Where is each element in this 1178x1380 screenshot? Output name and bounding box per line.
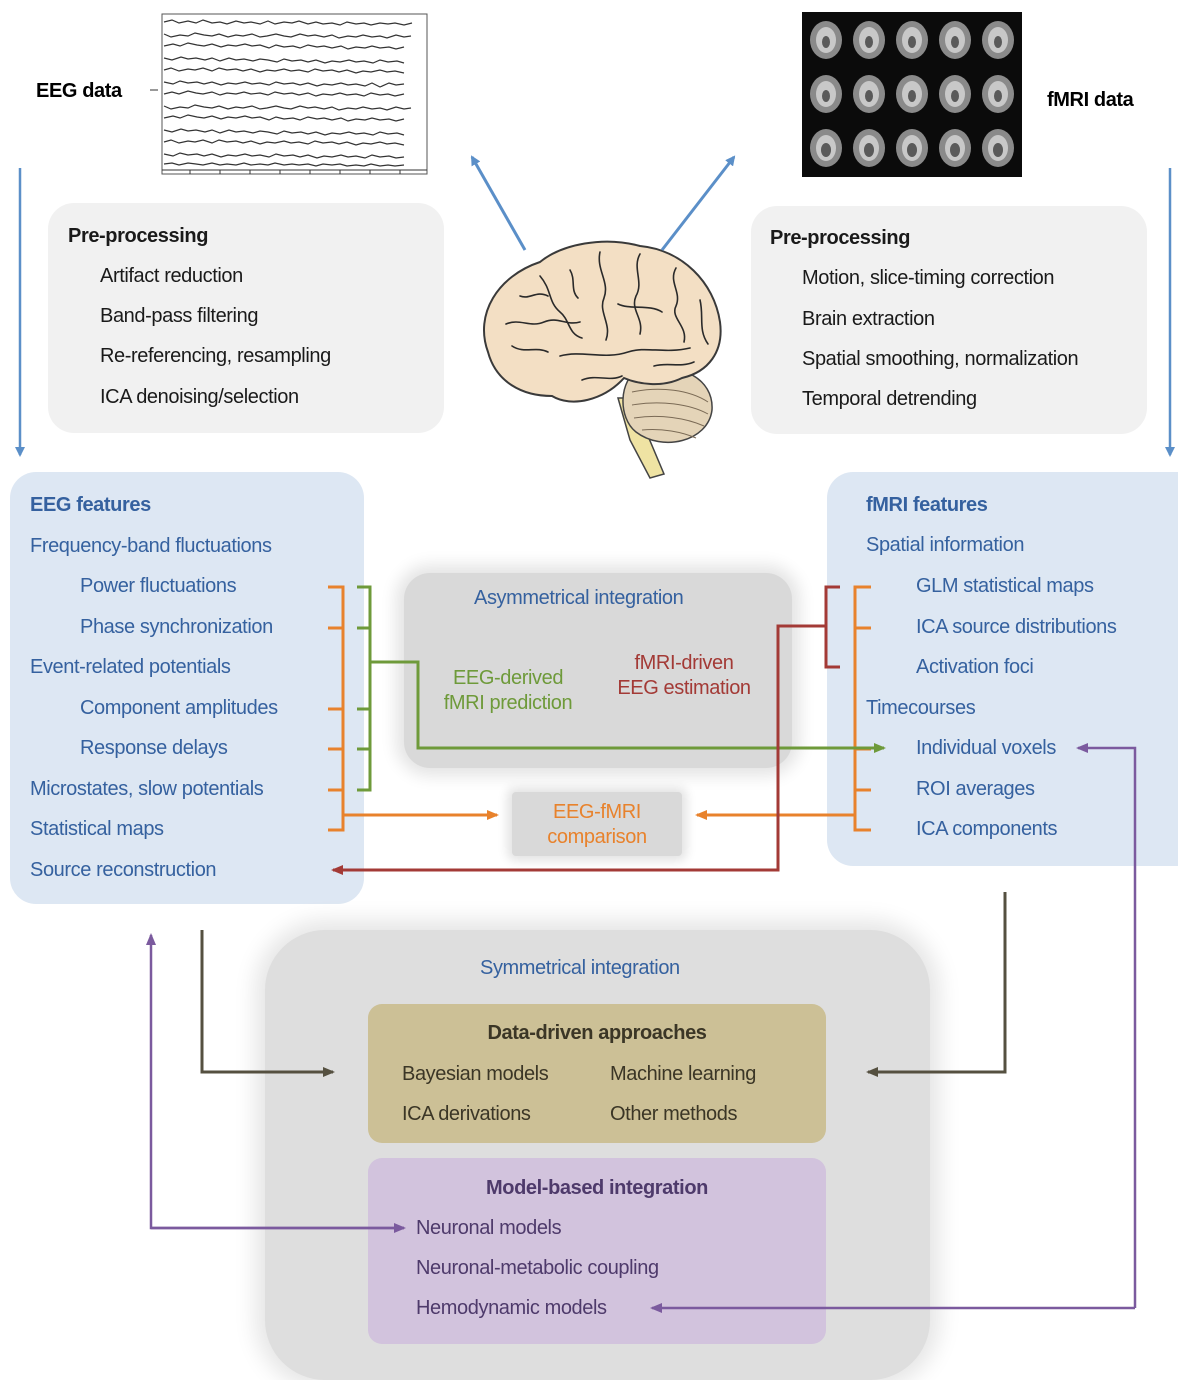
eeg-feature-item: Response delays: [80, 737, 228, 759]
fmri-feature-item: Activation foci: [916, 656, 1034, 678]
eeg-derived-label-line2: fMRI prediction: [443, 692, 573, 714]
fmri-feature-item: ICA source distributions: [916, 616, 1117, 638]
fmri-driven-estimation-arrow: [331, 585, 840, 875]
eeg-preprocessing-item: Band-pass filtering: [100, 305, 259, 327]
fmri-preprocessing-box: [751, 206, 1147, 434]
eeg-feature-item: Frequency-band fluctuations: [30, 535, 272, 557]
eeg-preprocessing-item: Re-referencing, resampling: [100, 345, 331, 367]
fmri-feature-item: ROI averages: [916, 778, 1035, 800]
asymmetrical-integration-box: [404, 573, 792, 768]
fmri-preprocessing-title: Pre-processing: [770, 227, 911, 249]
eeg-feature-item: Component amplitudes: [80, 697, 278, 719]
fmri-comparison-bracket: [695, 585, 871, 832]
model-based-item: Neuronal models: [416, 1217, 562, 1239]
eeg-preprocessing-box: [48, 203, 444, 433]
fmri-feature-item: Individual voxels: [916, 737, 1056, 759]
fmri-driven-label-line1: fMRI-driven: [634, 652, 734, 674]
comparison-box: [512, 792, 682, 856]
data-driven-item: ICA derivations: [402, 1103, 531, 1125]
comparison-label-line1: EEG-fMRI: [553, 801, 641, 823]
eeg-derived-prediction-arrow: [357, 585, 886, 792]
fmri-preprocessing-item: Spatial smoothing, normalization: [802, 348, 1079, 370]
hemodynamic-model-link: [650, 743, 1137, 1313]
eeg-feature-item: Source reconstruction: [30, 859, 217, 881]
asymmetrical-integration-title: Asymmetrical integration: [474, 587, 684, 609]
symmetrical-integration-title: Symmetrical integration: [480, 957, 680, 979]
data-driven-item: Other methods: [610, 1103, 738, 1125]
comparison-label-line2: comparison: [547, 826, 647, 848]
fmri-slices-image: [802, 12, 1022, 177]
fmri-feature-item: ICA components: [916, 818, 1058, 840]
fmri-preprocessing-item: Motion, slice-timing correction: [802, 267, 1055, 289]
eeg-waveform-image: [150, 13, 428, 175]
eeg-preprocessing-item: Artifact reduction: [100, 265, 243, 287]
model-based-title: Model-based integration: [486, 1177, 708, 1199]
eeg-feature-item: Event-related potentials: [30, 656, 231, 678]
fmri-features-title: fMRI features: [866, 494, 988, 516]
eeg-features-box: [10, 472, 364, 904]
eeg-feature-item: Phase synchronization: [80, 616, 273, 638]
fmri-to-data-driven-arrow: [866, 892, 1007, 1077]
fmri-features-box: [827, 472, 1178, 866]
fmri-feature-item: GLM statistical maps: [916, 575, 1094, 597]
fmri-data-label: fMRI data: [1047, 89, 1134, 111]
eeg-derived-label-line1: EEG-derived: [452, 667, 564, 689]
eeg-features-title: EEG features: [30, 494, 151, 516]
data-driven-title: Data-driven approaches: [487, 1022, 707, 1044]
eeg-comparison-bracket: [328, 585, 499, 832]
data-driven-item: Machine learning: [610, 1063, 756, 1085]
fmri-driven-label-line2: EEG estimation: [617, 677, 751, 699]
fmri-preprocessing-item: Temporal detrending: [802, 388, 977, 410]
fmri-feature-item: Timecourses: [866, 697, 976, 719]
model-based-item: Neuronal-metabolic coupling: [416, 1257, 659, 1279]
eeg-feature-item: Statistical maps: [30, 818, 164, 840]
eeg-data-label: EEG data: [36, 80, 122, 102]
eeg-preprocessing-title: Pre-processing: [68, 225, 209, 247]
eeg-to-data-driven-arrow: [200, 930, 335, 1077]
data-driven-item: Bayesian models: [402, 1063, 549, 1085]
eeg-feature-item: Power fluctuations: [80, 575, 237, 597]
fmri-preprocessing-item: Brain extraction: [802, 308, 935, 330]
model-based-box: [368, 1158, 826, 1344]
eeg-feature-item: Microstates, slow potentials: [30, 778, 264, 800]
fmri-feature-item: Spatial information: [866, 534, 1025, 556]
brain-illustration: [470, 155, 736, 479]
model-based-item: Hemodynamic models: [416, 1297, 607, 1319]
data-driven-box: [368, 1004, 826, 1143]
eeg-preprocessing-item: ICA denoising/selection: [100, 386, 299, 408]
neuronal-model-link: [146, 933, 406, 1233]
